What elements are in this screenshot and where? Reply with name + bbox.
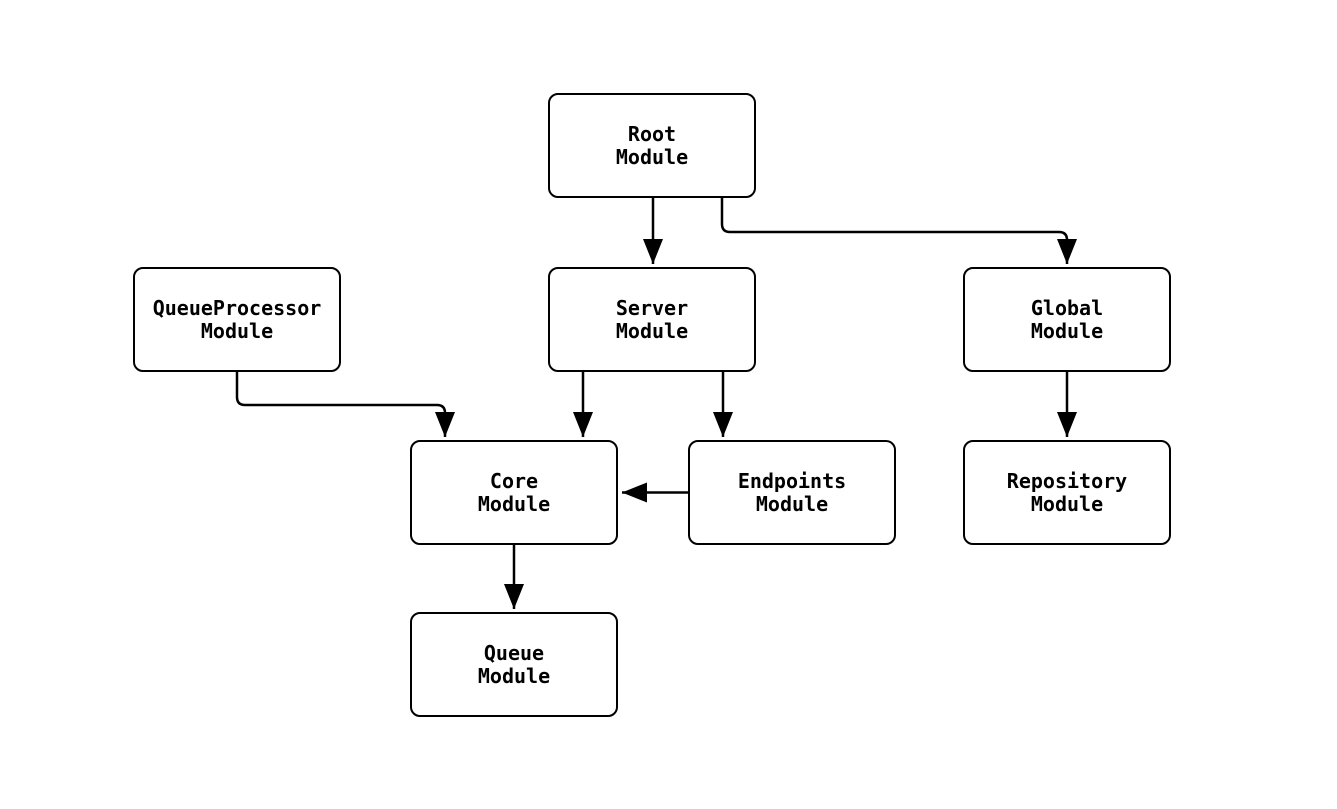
node-global-label-line2: Module bbox=[1030, 318, 1104, 343]
node-queue-label-line1: Queue bbox=[483, 640, 545, 665]
node-server-module: Server Module bbox=[548, 267, 756, 372]
node-endpoints-label-line1: Endpoints bbox=[737, 468, 847, 493]
node-core-label-line1: Core bbox=[489, 468, 539, 493]
node-queue-label-line2: Module bbox=[477, 663, 551, 688]
node-root-label-line1: Root bbox=[627, 121, 677, 146]
node-root-module: Root Module bbox=[548, 93, 756, 198]
node-global-module: Global Module bbox=[963, 267, 1171, 372]
node-endpoints-module: Endpoints Module bbox=[688, 440, 896, 545]
node-server-label-line2: Module bbox=[615, 318, 689, 343]
node-core-label-line2: Module bbox=[477, 491, 551, 516]
node-server-label-line1: Server bbox=[615, 295, 689, 320]
edge-queueprocessor-to-core bbox=[235, 372, 455, 437]
node-repository-label-line1: Repository bbox=[1006, 468, 1128, 493]
node-root-label-line2: Module bbox=[615, 144, 689, 169]
node-repository-label-line2: Module bbox=[1030, 491, 1104, 516]
node-repository-module: Repository Module bbox=[963, 440, 1171, 545]
node-queueprocessor-module: QueueProcessor Module bbox=[133, 267, 341, 372]
edge-root-to-global bbox=[720, 198, 1077, 264]
node-queue-module: Queue Module bbox=[410, 612, 618, 717]
node-global-label-line1: Global bbox=[1030, 295, 1104, 320]
node-core-module: Core Module bbox=[410, 440, 618, 545]
node-endpoints-label-line2: Module bbox=[755, 491, 829, 516]
node-queueprocessor-label-line1: QueueProcessor bbox=[152, 295, 322, 320]
node-queueprocessor-label-line2: Module bbox=[200, 318, 274, 343]
